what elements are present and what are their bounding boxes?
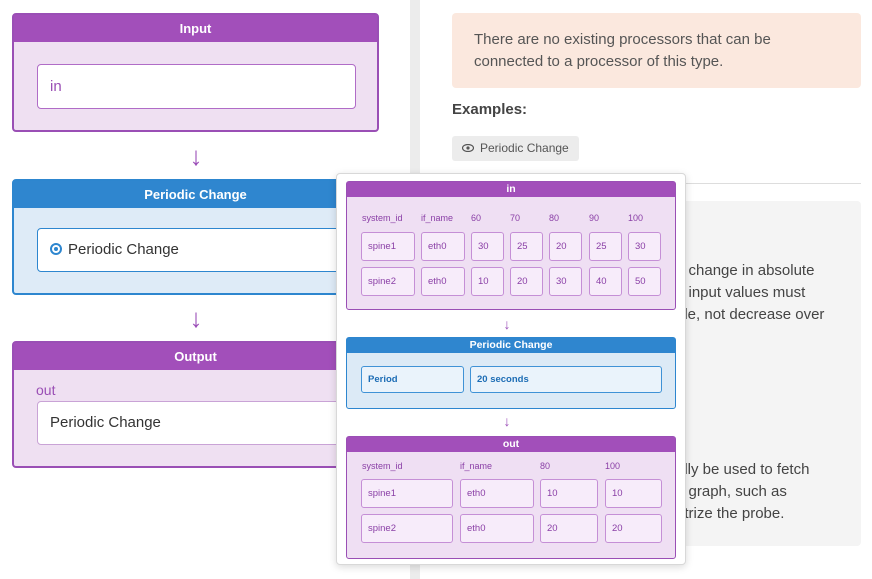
preview-periodic-change-title: Periodic Change <box>347 338 675 353</box>
table-cell: 30 <box>628 232 661 261</box>
description-line: e input values must <box>676 284 806 301</box>
preview-in-title: in <box>347 182 675 197</box>
column-header: system_id <box>362 213 403 223</box>
table-cell: eth0 <box>460 479 534 508</box>
examples-heading: Examples: <box>452 101 528 118</box>
example-chip-label: Periodic Change <box>480 141 569 155</box>
no-processors-notice: There are no existing processors that ca… <box>452 13 861 88</box>
table-cell: 30 <box>549 267 582 296</box>
period-value-field: 20 seconds <box>470 366 662 393</box>
column-header: 60 <box>471 213 482 223</box>
preview-out-block: out system_id if_name 80 100 spine1 eth0… <box>346 436 676 559</box>
input-processor: Input in <box>12 13 379 132</box>
down-arrow-icon: ↓ <box>189 141 203 171</box>
output-processor: Output out Periodic Change <box>12 341 379 468</box>
table-cell: 10 <box>605 479 662 508</box>
column-header: if_name <box>460 461 493 471</box>
table-cell: spine2 <box>361 267 415 296</box>
table-cell: 40 <box>589 267 622 296</box>
column-header: 90 <box>589 213 600 223</box>
column-header: 70 <box>510 213 521 223</box>
down-arrow-icon: ↓ <box>189 303 203 333</box>
table-cell: 20 <box>605 514 662 543</box>
input-stream-field[interactable]: in <box>37 64 356 109</box>
table-cell: 10 <box>471 267 504 296</box>
periodic-change-processor-title: Periodic Change <box>14 181 377 208</box>
radio-selected-icon[interactable] <box>50 243 62 255</box>
example-chip-periodic-change[interactable]: Periodic Change <box>452 136 579 161</box>
description-line: ally be used to fetch <box>676 461 810 478</box>
periodic-change-processor: Periodic Change Periodic Change <box>12 179 379 295</box>
periodic-change-option-label: Periodic Change <box>68 241 179 258</box>
output-label: out <box>36 382 56 398</box>
eye-icon <box>461 136 475 161</box>
preview-in-block: in system_id if_name 60 70 80 90 100 spi… <box>346 181 676 310</box>
notice-line-2: connected to a processor of this type. <box>474 53 724 70</box>
column-header: 100 <box>628 213 644 223</box>
output-name-field[interactable]: Periodic Change <box>37 401 367 445</box>
column-header: if_name <box>421 213 454 223</box>
table-cell: 25 <box>589 232 622 261</box>
table-cell: eth0 <box>421 232 465 261</box>
description-line: etrize the probe. <box>676 505 785 522</box>
down-arrow-icon: ↓ <box>503 316 511 332</box>
column-header: 100 <box>605 461 621 471</box>
notice-line-1: There are no existing processors that ca… <box>474 31 771 48</box>
table-cell: 25 <box>510 232 543 261</box>
period-label-field: Period <box>361 366 464 393</box>
table-cell: spine1 <box>361 479 453 508</box>
table-cell: 50 <box>628 267 661 296</box>
description-line: e graph, such as <box>676 483 787 500</box>
column-header: 80 <box>540 461 551 471</box>
table-cell: 20 <box>510 267 543 296</box>
preview-out-title: out <box>347 437 675 452</box>
example-preview-popup: in system_id if_name 60 70 80 90 100 spi… <box>336 173 686 565</box>
output-processor-title: Output <box>14 343 377 370</box>
description-line: e change in absolute <box>676 262 815 279</box>
preview-periodic-change-block: Periodic Change Period 20 seconds <box>346 337 676 409</box>
column-header: system_id <box>362 461 403 471</box>
table-cell: eth0 <box>421 267 465 296</box>
column-header: 80 <box>549 213 560 223</box>
table-cell: spine2 <box>361 514 453 543</box>
down-arrow-icon: ↓ <box>503 413 511 429</box>
table-cell: spine1 <box>361 232 415 261</box>
periodic-change-option[interactable]: Periodic Change <box>37 228 367 272</box>
table-cell: eth0 <box>460 514 534 543</box>
table-cell: 30 <box>471 232 504 261</box>
table-cell: 20 <box>549 232 582 261</box>
table-cell: 10 <box>540 479 598 508</box>
description-line: ple, not decrease over <box>676 306 825 323</box>
input-processor-title: Input <box>14 15 377 42</box>
table-cell: 20 <box>540 514 598 543</box>
